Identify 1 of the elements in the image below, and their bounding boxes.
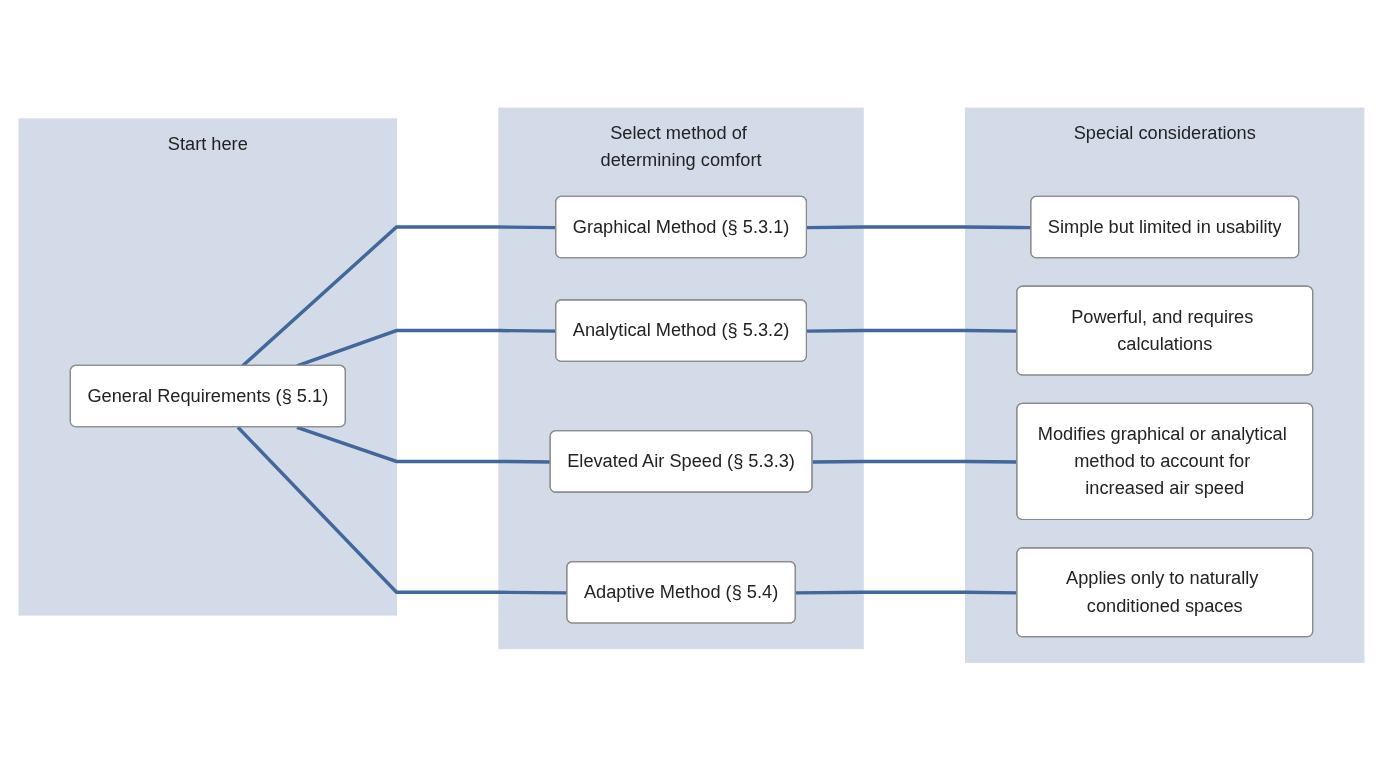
connector — [296, 425, 551, 464]
